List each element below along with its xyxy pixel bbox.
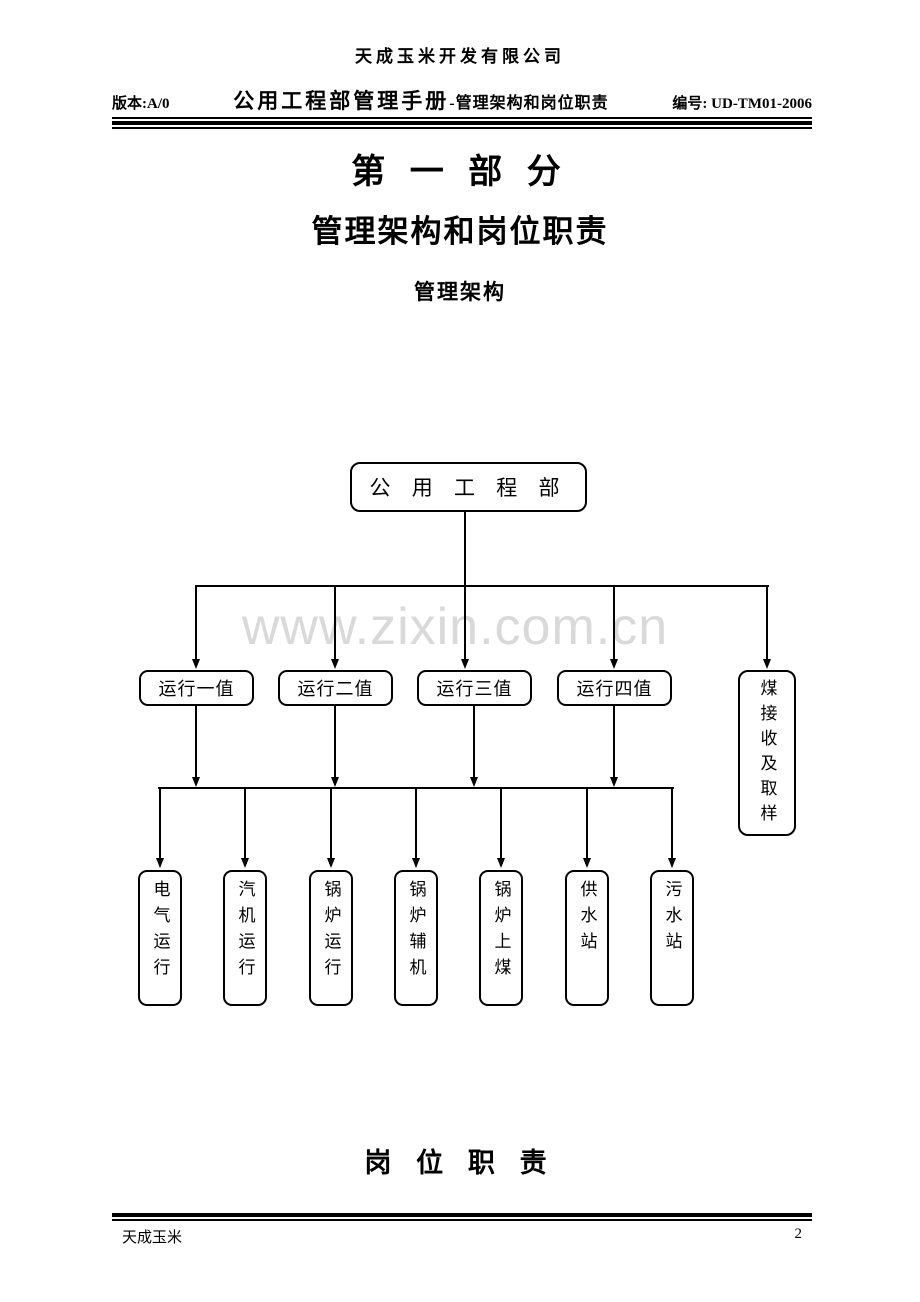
org-node-unit-5: 锅炉上煤 xyxy=(479,870,523,1006)
org-node-shift-3: 运行三值 xyxy=(417,670,532,706)
arrowhead xyxy=(191,777,200,787)
arrowhead xyxy=(155,858,164,868)
org-node-shift-2: 运行二值 xyxy=(278,670,393,706)
arrowhead xyxy=(667,858,676,868)
connector-drop1 xyxy=(195,587,197,659)
org-node-unit-7: 污水站 xyxy=(650,870,694,1006)
connector-unit-drop7 xyxy=(671,789,673,858)
org-node-root: 公 用 工 程 部 xyxy=(350,462,587,512)
section-title: 管理架构和岗位职责 xyxy=(311,214,609,249)
page-number: 2 xyxy=(794,1226,803,1242)
coal-station-label: 煤接收及取样 xyxy=(757,679,777,829)
header-rule xyxy=(112,117,812,129)
connector-exit1 xyxy=(195,706,197,777)
connector-exit2 xyxy=(334,706,336,777)
part-title: 第 一 部 分 xyxy=(351,154,569,191)
arrowhead xyxy=(191,659,200,669)
org-node-shift-1: 运行一值 xyxy=(139,670,254,706)
company-name: 天成玉米开发有限公司 xyxy=(355,47,565,66)
connector-root-stub xyxy=(464,512,466,587)
handbook-title: 公用工程部管理手册-管理架构和岗位职责 xyxy=(233,85,608,115)
handbook-title-main: 公用工程部管理手册 xyxy=(233,89,450,113)
unit-label: 锅炉上煤 xyxy=(491,880,511,984)
connector-drop5 xyxy=(766,587,768,659)
watermark-text: www.zixin.com.cn xyxy=(241,598,669,656)
org-node-shift-4: 运行四值 xyxy=(557,670,672,706)
arrowhead xyxy=(762,659,771,669)
org-node-unit-4: 锅炉辅机 xyxy=(394,870,438,1006)
org-node-unit-3: 锅炉运行 xyxy=(309,870,353,1006)
arrowhead xyxy=(411,858,420,868)
connector-unit-drop2 xyxy=(244,789,246,858)
footer-rule xyxy=(112,1213,812,1221)
arrowhead xyxy=(460,659,469,669)
unit-label: 供水站 xyxy=(577,880,597,958)
connector-unit-drop1 xyxy=(159,789,161,858)
connector-unit-drop6 xyxy=(586,789,588,858)
arrowhead xyxy=(469,777,478,787)
footer-company: 天成玉米 xyxy=(122,1230,183,1246)
arrowhead xyxy=(330,659,339,669)
subsection-title: 管理架构 xyxy=(414,280,506,304)
connector-bus1 xyxy=(195,585,769,587)
unit-label: 锅炉辅机 xyxy=(406,880,426,984)
unit-label: 汽机运行 xyxy=(235,880,255,984)
unit-label: 污水站 xyxy=(662,880,682,958)
version-label: 版本:A/0 xyxy=(112,96,170,112)
org-node-unit-1: 电气运行 xyxy=(138,870,182,1006)
arrowhead xyxy=(609,777,618,787)
arrowhead xyxy=(330,777,339,787)
arrowhead xyxy=(582,858,591,868)
connector-unit-drop3 xyxy=(330,789,332,858)
connector-exit4 xyxy=(613,706,615,777)
job-duties-heading: 岗 位 职 责 xyxy=(364,1148,556,1178)
document-header: 版本:A/0 公用工程部管理手册-管理架构和岗位职责 编号: UD-TM01-2… xyxy=(112,85,812,115)
handbook-title-sub: -管理架构和岗位职责 xyxy=(449,95,609,112)
document-number: 编号: UD-TM01-2006 xyxy=(672,96,812,112)
connector-bus2 xyxy=(158,787,674,789)
arrowhead xyxy=(326,858,335,868)
connector-unit-drop4 xyxy=(415,789,417,858)
unit-label: 电气运行 xyxy=(150,880,170,984)
connector-exit3 xyxy=(473,706,475,777)
arrowhead xyxy=(496,858,505,868)
unit-label: 锅炉运行 xyxy=(321,880,341,984)
org-node-unit-2: 汽机运行 xyxy=(223,870,267,1006)
arrowhead xyxy=(609,659,618,669)
connector-unit-drop5 xyxy=(500,789,502,858)
org-node-coal-station: 煤接收及取样 xyxy=(738,670,796,836)
org-node-unit-6: 供水站 xyxy=(565,870,609,1006)
document-footer: 天成玉米 2 xyxy=(122,1226,802,1247)
arrowhead xyxy=(240,858,249,868)
